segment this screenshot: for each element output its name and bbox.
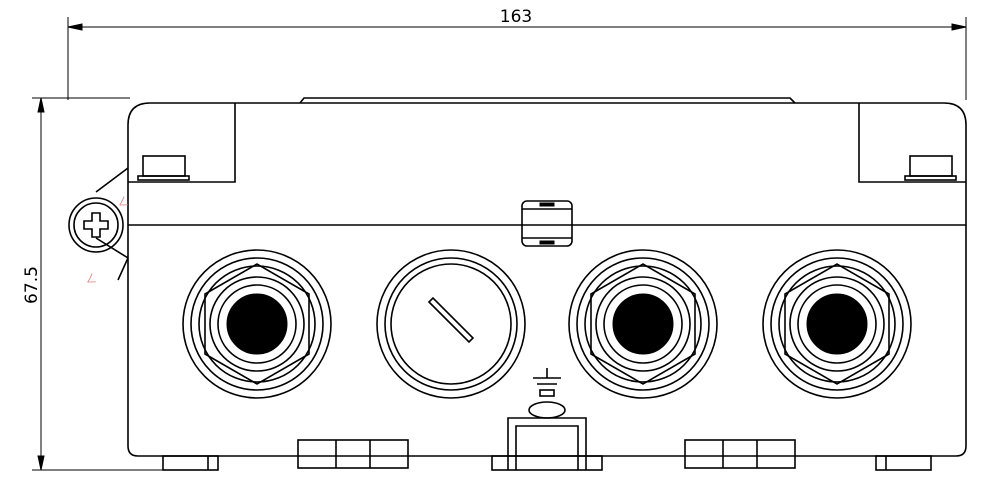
earth-terminal-screw (539, 389, 555, 397)
gland-outer-ring (568, 249, 718, 399)
enclosure-outline (127, 102, 967, 457)
gland-nut-ring (778, 265, 896, 383)
gland-hex-nut (590, 263, 696, 385)
earth-terminal-washer (528, 401, 566, 419)
hinge-mark-top: ㄥ (118, 195, 129, 208)
gland-insert-ring (797, 284, 877, 364)
gland-hex-nut (204, 263, 310, 385)
enclosure-body (127, 97, 967, 457)
earth-terminal (507, 368, 587, 470)
gland-insert-ring (603, 284, 683, 364)
height-label: 67.5 (22, 266, 42, 304)
height-dimension: 67.5 (22, 97, 165, 471)
bottom-feet (162, 439, 932, 471)
gland-seal-ring (576, 257, 710, 391)
corner-pocket-left (128, 103, 236, 183)
hinge-arm (95, 167, 129, 281)
gland-cap-ring (595, 276, 691, 372)
earth-bracket-inner (515, 425, 579, 470)
blanking-plug (376, 249, 526, 399)
gland-cable-hole (806, 293, 868, 355)
foot-center (491, 455, 603, 471)
foot-left (162, 455, 219, 471)
gland-cable-hole (226, 293, 288, 355)
hinge-pivot (68, 197, 124, 253)
hinge: ㄥ ㄥ (68, 167, 129, 285)
hinge-screw-icon (83, 212, 109, 238)
gland-insert-ring (217, 284, 297, 364)
gland-cap-ring (789, 276, 885, 372)
gland-row (182, 249, 912, 399)
width-dimension: 163 (67, 7, 967, 100)
corner-screw-left (137, 155, 190, 181)
hinge-pivot-inner (73, 202, 119, 248)
corner-pocket-right (858, 103, 966, 183)
gland-outer-ring (182, 249, 332, 399)
gland-outer-ring (762, 249, 912, 399)
corner-screw-right (904, 155, 957, 181)
mounting-clip-left (297, 439, 409, 469)
gland-hex-nut (784, 263, 890, 385)
hinge-mark-bottom: ㄥ (86, 272, 97, 285)
gland-nut-ring (584, 265, 702, 383)
gland-seal-ring (770, 257, 904, 391)
height-arrow-top (37, 97, 45, 113)
gland-cable-hole (612, 293, 674, 355)
mounting-clip-right (684, 439, 796, 469)
width-label: 163 (500, 7, 532, 27)
cable-gland (182, 249, 332, 399)
cable-gland (568, 249, 718, 399)
foot-right (875, 455, 932, 471)
gland-seal-ring (190, 257, 324, 391)
gland-cap-ring (209, 276, 305, 372)
lid-top-rim (299, 97, 796, 104)
cable-gland (762, 249, 912, 399)
plug-face (390, 263, 512, 385)
gland-outer-ring (376, 249, 526, 399)
gland-nut-ring (198, 265, 316, 383)
plug-slot (427, 296, 475, 344)
width-arrow-left (67, 23, 83, 31)
height-arrow-bottom (37, 455, 45, 471)
earth-bracket-outer (507, 417, 587, 470)
gland-seal-ring (384, 257, 518, 391)
lid-latch (521, 200, 573, 247)
width-arrow-right (951, 23, 967, 31)
